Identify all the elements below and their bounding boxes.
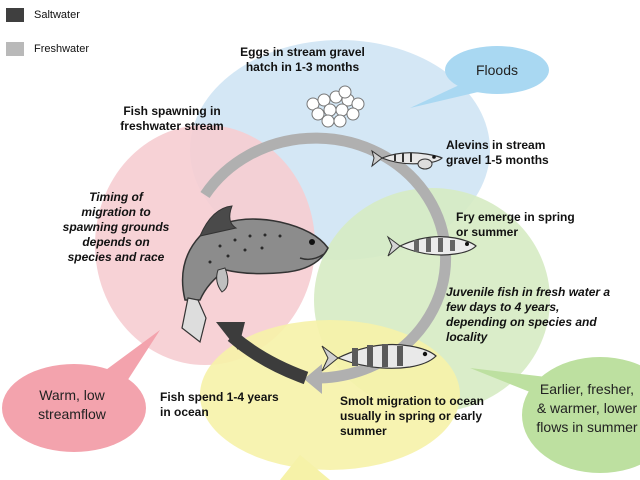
yellow-bubble-tail [280,455,330,480]
warm-bubble-text: Warm, low streamflow [38,387,106,422]
saltwater-swatch [6,8,24,22]
earlier-bubble-text: Earlier, fresher, & warmer, lower flows … [536,381,638,435]
legend-saltwater-label: Saltwater [34,9,80,21]
alevin-fish-icon [371,149,444,170]
smolt-fish-icon [321,343,437,372]
alevins-stage-label: Alevins in stream gravel 1-5 months [446,138,549,167]
legend-freshwater-label: Freshwater [34,43,90,55]
fry-stage-label: Fry emerge in spring or summer [456,210,575,239]
smolt-stage-label: Smolt migration to ocean usually in spri… [340,394,485,438]
freshwater-arrowhead [304,364,322,394]
earlier-bubble [522,357,640,473]
eggs-icon [306,85,365,128]
fry-fish-icon [386,235,477,257]
adult-salmon-icon [181,205,329,344]
timing-of-migration-label: Timing of migration to spawning grounds … [62,190,170,264]
floods-bubble-text: Floods [475,62,519,78]
saltwater-arrowhead [216,322,245,350]
spawning-stage-label: Fish spawning in freshwater stream [120,104,224,133]
floods-bubble [445,46,549,94]
warm-bubble [2,364,146,452]
eggs-stage-label: Eggs in stream gravel hatch in 1-3 month… [240,45,365,74]
freshwater-swatch [6,42,24,56]
ocean-stage-label: Fish spend 1-4 years in ocean [160,390,279,419]
juvenile-stage-label: Juvenile fish in fresh water a few days … [446,285,611,344]
